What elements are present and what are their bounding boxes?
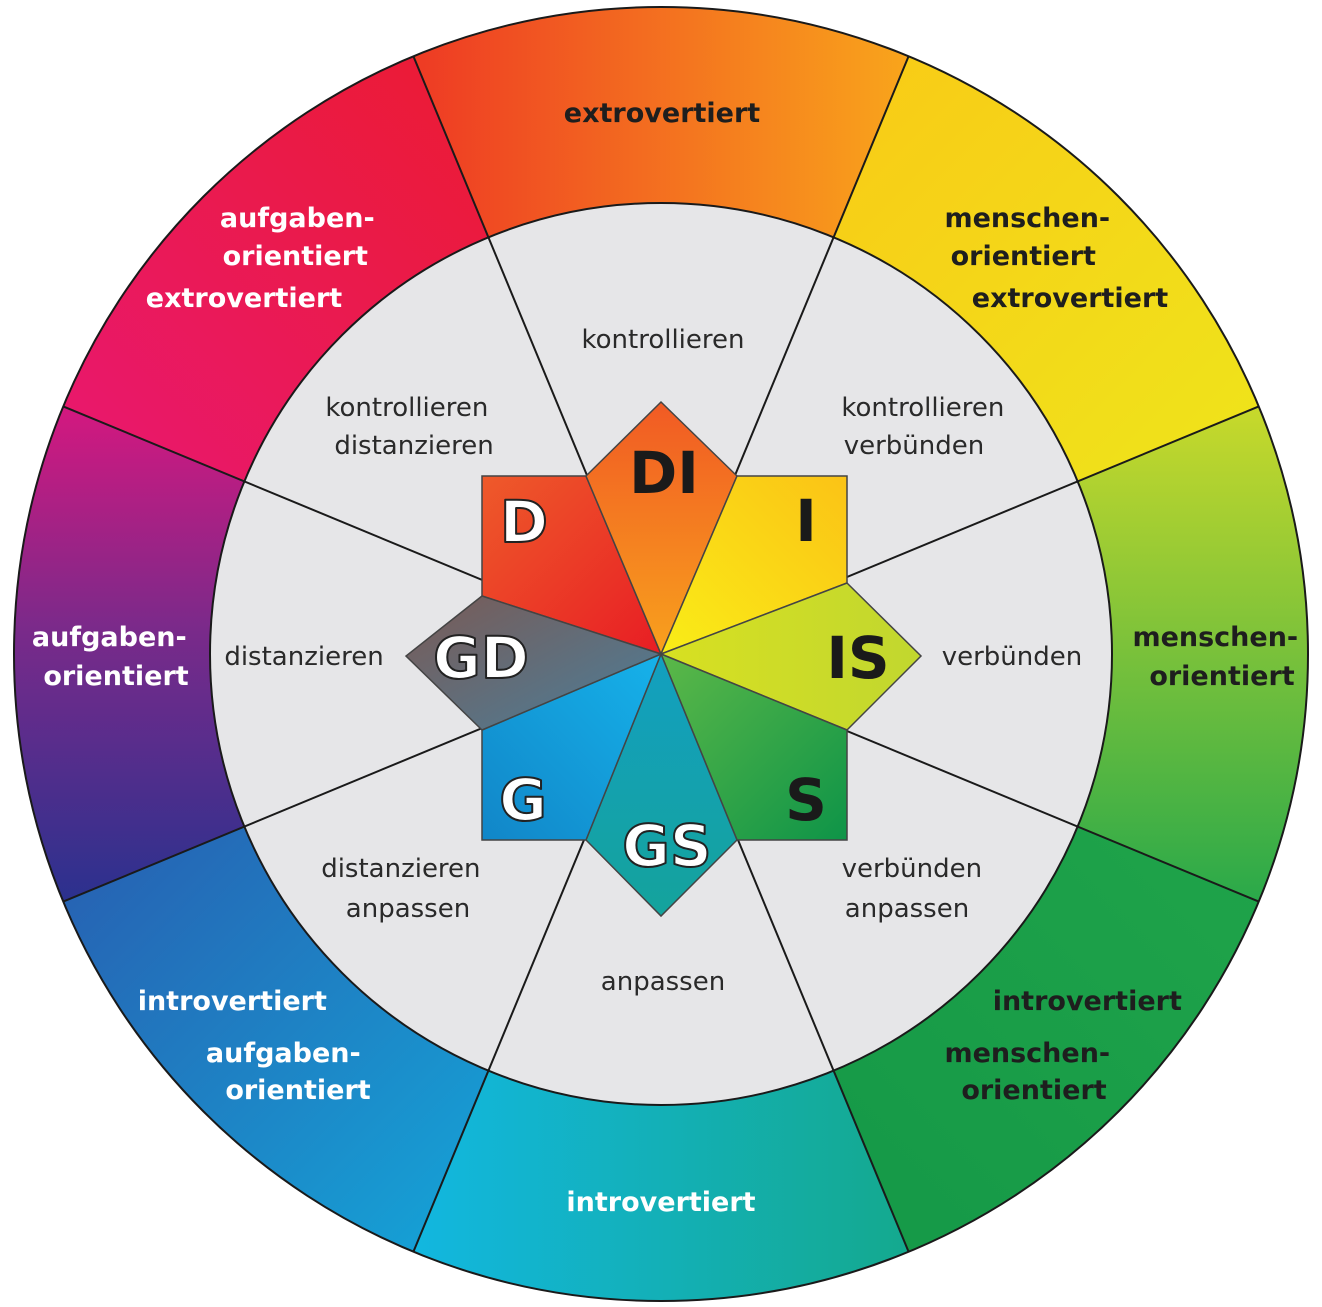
type-is: IS <box>826 624 889 692</box>
outer-label-top-left: aufgaben- orientiert extrovertiert <box>146 203 384 314</box>
type-i: I <box>795 487 817 555</box>
type-s: S <box>785 766 827 834</box>
outer-label-bottom-right: introvertiert menschen- orientiert <box>944 986 1191 1106</box>
inner-label-bottom-right: verbünden anpassen <box>842 854 991 924</box>
inner-label-right: verbünden <box>942 642 1083 672</box>
type-g: G <box>499 766 547 834</box>
inner-label-top-left: kontrollieren distanzieren <box>325 393 496 461</box>
outer-label-bottom-left: introvertiert aufgaben- orientiert <box>138 986 371 1106</box>
type-gd: GD <box>433 624 529 692</box>
type-d: D <box>500 488 548 556</box>
inner-label-bottom: anpassen <box>601 967 725 997</box>
inner-label-top-right: kontrollieren verbünden <box>841 393 1012 461</box>
inner-label-bottom-left: distanzieren anpassen <box>321 854 489 924</box>
type-di: DI <box>629 439 699 507</box>
outer-border <box>13 6 1309 1302</box>
petal-gd <box>404 595 664 731</box>
outer-label-left: aufgaben- orientiert <box>32 622 196 692</box>
inner-label-left: distanzieren <box>224 642 383 672</box>
outer-label-right: menschen- orientiert <box>1132 622 1307 692</box>
disc-star <box>404 400 923 918</box>
outer-label-bottom: introvertiert <box>566 1187 755 1218</box>
outer-label-top-right: menschen- orientiert extrovertiert <box>944 203 1168 314</box>
inner-label-top: kontrollieren <box>582 325 745 355</box>
outer-label-top: extrovertiert <box>564 98 761 129</box>
type-gs: GS <box>622 812 711 880</box>
